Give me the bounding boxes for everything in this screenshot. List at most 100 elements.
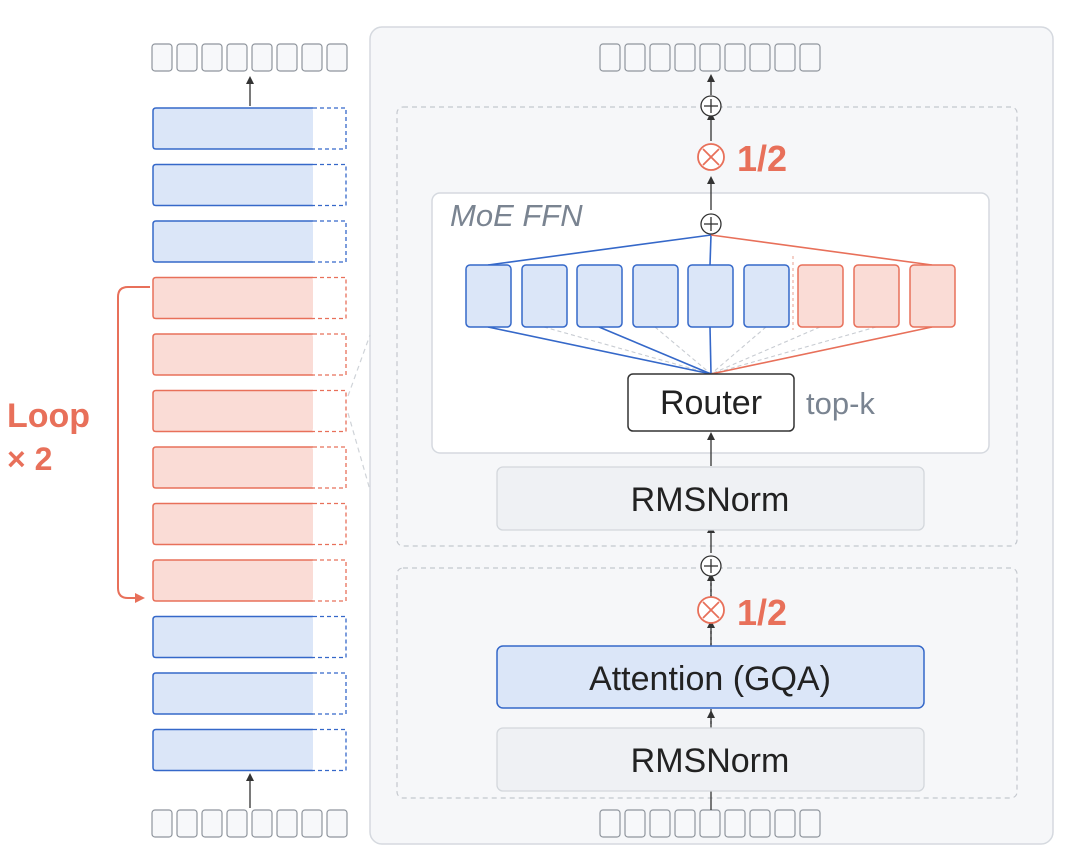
router-candidate-line (710, 326, 767, 375)
router-selected-route (710, 326, 933, 375)
layer-stack (152, 107, 347, 772)
layer-block-blue (152, 672, 347, 715)
token-cell (226, 809, 248, 838)
token-cell (151, 809, 173, 838)
token-cell (151, 43, 173, 72)
token-cell (699, 809, 721, 838)
token-cell (301, 43, 323, 72)
moe-sum-icon (700, 213, 722, 235)
router-selected-route (487, 326, 712, 375)
residual-add-icon (700, 95, 722, 117)
token-cell (201, 43, 223, 72)
token-cell (649, 809, 671, 838)
loop-bracket (117, 286, 150, 603)
ffn-scale-label: 1/2 (737, 138, 787, 179)
layer-block-red (152, 559, 347, 602)
layer-block-red (152, 446, 347, 489)
expert-blue (576, 264, 623, 328)
layer-block-blue (152, 163, 347, 207)
expert-output-line (487, 234, 712, 266)
layer-block-outline (152, 728, 313, 772)
router-candidate-line (654, 326, 712, 375)
layer-block-blue (152, 728, 347, 772)
layer-block-blue (152, 615, 347, 659)
loop-label: Loop (7, 397, 90, 435)
stack-output-tokens (151, 43, 348, 72)
token-cell (774, 43, 796, 72)
layer-block-dashed-extension (313, 333, 347, 376)
layer-block-blue (152, 220, 347, 263)
expert-blue (687, 264, 734, 328)
block-output-tokens (599, 43, 821, 72)
layer-block-fill (153, 616, 313, 658)
router-label: Router (660, 384, 762, 422)
expert-red (909, 264, 956, 328)
layer-block-dashed-extension (313, 672, 347, 715)
ffn-rmsnorm-label: RMSNorm (631, 481, 790, 519)
layer-block-dashed-extension (313, 615, 347, 659)
layer-block-outline (152, 163, 313, 207)
token-cell (799, 43, 821, 72)
layer-block-dashed-extension (313, 559, 347, 602)
layer-block-red (152, 276, 347, 320)
scale-multiply-icon (697, 143, 725, 171)
layer-block-outline (152, 559, 313, 602)
layer-block-fill (153, 673, 313, 714)
scale-multiply-icon (697, 596, 725, 624)
token-cell (749, 43, 771, 72)
token-cell (251, 809, 273, 838)
ffn-sublayer-outline (396, 106, 1018, 547)
token-cell (276, 43, 298, 72)
layer-block-fill (153, 164, 313, 206)
token-cell (599, 809, 621, 838)
expert-blue (743, 264, 790, 328)
stack-input-tokens (151, 809, 348, 838)
token-cell (201, 809, 223, 838)
moe-ffn-label: MoE FFN (450, 198, 583, 233)
zoom-connector-bottom (347, 412, 371, 491)
token-cell (774, 809, 796, 838)
token-cell (724, 43, 746, 72)
layer-block-dashed-extension (313, 389, 347, 433)
layer-block-outline (152, 672, 313, 715)
expert-red (853, 264, 900, 328)
layer-block-dashed-extension (313, 446, 347, 489)
zoom-connector-top (347, 334, 371, 397)
layer-block-fill (153, 334, 313, 375)
layer-block-outline (152, 220, 313, 263)
layer-block-outline (152, 333, 313, 376)
attention-box (496, 645, 925, 709)
layer-block-fill (153, 390, 313, 432)
token-rows (151, 43, 821, 838)
token-cell (674, 809, 696, 838)
attention-sublayer-outline (396, 567, 1018, 799)
token-cell (176, 809, 198, 838)
layer-block-red (152, 333, 347, 376)
router-selected-route (709, 326, 712, 375)
layer-block-fill (153, 277, 313, 319)
token-cell (799, 809, 821, 838)
layer-block-outline (152, 107, 313, 150)
layer-block-fill (153, 729, 313, 771)
router-candidate-line (710, 326, 821, 375)
token-cell (326, 43, 348, 72)
expert-blue (521, 264, 568, 328)
layer-block-fill (153, 221, 313, 262)
layer-block-dashed-extension (313, 107, 347, 150)
attn-rmsnorm-box (496, 727, 925, 792)
block-input-tokens (599, 809, 821, 838)
expert-red (797, 264, 844, 328)
token-cell (599, 43, 621, 72)
token-cell (649, 43, 671, 72)
layer-block-dashed-extension (313, 276, 347, 320)
layer-block-red (152, 389, 347, 433)
token-cell (724, 809, 746, 838)
attn-scale-label: 1/2 (737, 592, 787, 633)
token-cell (301, 809, 323, 838)
layer-block-fill (153, 560, 313, 601)
layer-block-blue (152, 107, 347, 150)
router-box (627, 373, 795, 432)
expert-output-line (709, 234, 712, 266)
